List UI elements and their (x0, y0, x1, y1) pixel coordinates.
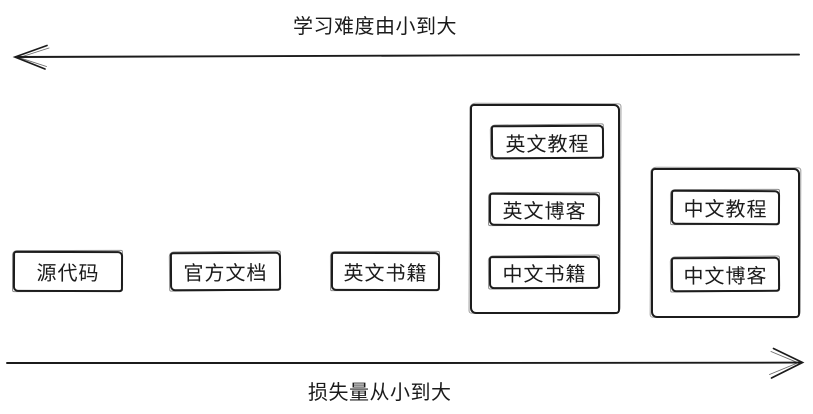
node-official-docs: 官方文档 (169, 251, 282, 292)
group-chinese-tutorial-blog: 中文教程 中文博客 (651, 168, 800, 318)
node-english-books: 英文书籍 (330, 251, 441, 292)
node-chinese-blog: 中文博客 (670, 256, 781, 293)
node-english-blog-label: 英文博客 (502, 200, 587, 224)
node-english-blog: 英文博客 (488, 192, 601, 227)
node-english-tutorial: 英文教程 (490, 124, 605, 160)
node-official-docs-label: 官方文档 (183, 262, 268, 286)
right-arrow (6, 347, 805, 379)
left-arrow (12, 44, 800, 70)
node-english-books-label: 英文书籍 (343, 262, 428, 286)
learning-difficulty-axis-label: 学习难度由小到大 (293, 16, 457, 38)
node-english-tutorial-label: 英文教程 (505, 133, 590, 156)
node-chinese-books: 中文书籍 (488, 255, 601, 290)
loss-axis-label: 损失量从小到大 (308, 382, 452, 404)
group-english-tutorial-blog-chinese-books: 英文教程 英文博客 中文书籍 (470, 104, 620, 314)
node-chinese-tutorial-label: 中文教程 (683, 198, 768, 222)
node-chinese-blog-label: 中文博客 (683, 265, 768, 289)
node-chinese-tutorial: 中文教程 (670, 189, 781, 226)
node-source-code: 源代码 (12, 250, 124, 293)
node-chinese-books-label: 中文书籍 (502, 263, 587, 287)
node-source-code-label: 源代码 (36, 262, 100, 286)
